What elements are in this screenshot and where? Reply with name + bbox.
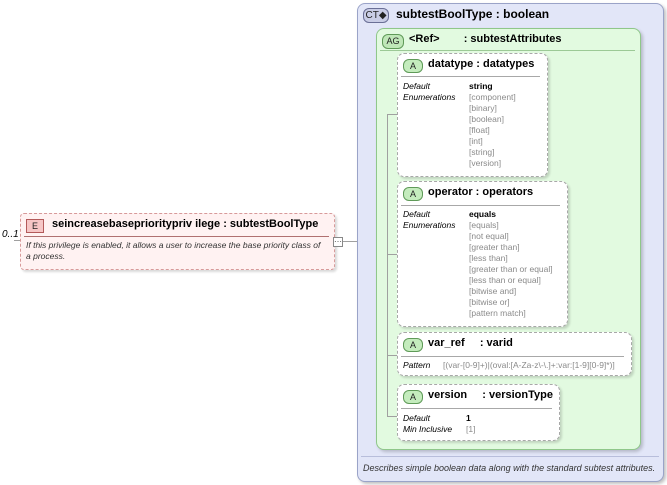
enumeration-item: [less than] <box>469 253 508 263</box>
enumeration-item: [pattern match] <box>469 308 526 318</box>
complex-type-badge: CT◆ <box>363 8 389 23</box>
tree-branch-version <box>387 416 397 417</box>
default-label: Default <box>403 413 430 423</box>
tree-branch-operator <box>387 254 397 255</box>
enumeration-item: [version] <box>469 158 502 168</box>
default-value: equals <box>469 209 496 219</box>
attribute-badge: A <box>403 187 423 201</box>
pattern-value: [(var-[0-9]+)|(oval:[A-Za-z\-\.]+:var:[1… <box>443 360 615 370</box>
element-title: seincreasebaseprioritypriv ilege : subte… <box>52 218 319 230</box>
enumeration-item: [boolean] <box>469 114 504 124</box>
min-inclusive-label: Min Inclusive <box>403 424 453 434</box>
enumeration-list: [equals] [not equal] [greater than] [les… <box>469 220 553 319</box>
group-tree-line <box>387 114 388 416</box>
enumeration-item: [bitwise and] <box>469 286 517 296</box>
default-label: Default <box>403 81 430 91</box>
enumeration-item: [bitwise or] <box>469 297 510 307</box>
attribute-title: var_ref : varid <box>428 337 513 349</box>
element-divider <box>24 236 329 237</box>
enumeration-item: [int] <box>469 136 483 146</box>
enumeration-item: [not equal] <box>469 231 509 241</box>
attribute-badge: A <box>403 59 423 73</box>
element-badge: E <box>26 219 44 233</box>
enumeration-item: [less than or equal] <box>469 275 541 285</box>
element-description: If this privilege is enabled, it allows … <box>26 240 321 261</box>
attribute-datatype <box>397 53 548 177</box>
attribute-badge: A <box>403 338 423 352</box>
attribute-type: : versionType <box>482 389 553 401</box>
attribute-version <box>397 384 560 441</box>
complex-type-title: subtestBoolType : boolean <box>396 7 550 21</box>
pattern-label: Pattern <box>403 360 431 370</box>
enumeration-item: [component] <box>469 92 516 102</box>
attribute-title: datatype : datatypes <box>428 58 535 70</box>
attribute-title: version : versionType <box>428 389 553 401</box>
attribute-group-divider <box>380 50 635 51</box>
enumeration-item: [equals] <box>469 220 499 230</box>
attribute-group-badge: AG <box>382 34 404 49</box>
enumerations-label: Enumerations <box>403 92 456 102</box>
enumeration-list: [component] [binary] [boolean] [float] [… <box>469 92 516 169</box>
attribute-badge: A <box>403 390 423 404</box>
attribute-divider <box>401 205 560 206</box>
tree-branch-datatype <box>387 114 397 115</box>
attribute-var-ref <box>397 332 632 376</box>
enumeration-item: [greater than] <box>469 242 520 252</box>
complex-type-description: Describes simple boolean data along with… <box>363 463 656 473</box>
attribute-group-type: : subtestAttributes <box>463 33 562 45</box>
sequence-connector-icon[interactable]: ⋯ <box>333 237 343 247</box>
enumeration-item: [string] <box>469 147 495 157</box>
attribute-divider <box>401 76 540 77</box>
default-value: 1 <box>466 413 471 423</box>
element-box <box>20 213 335 270</box>
attribute-divider <box>401 356 624 357</box>
enumerations-label: Enumerations <box>403 220 456 230</box>
element-to-type-line <box>343 241 357 242</box>
enumeration-item: [float] <box>469 125 490 135</box>
default-label: Default <box>403 209 430 219</box>
attribute-name: var_ref <box>428 337 465 349</box>
min-inclusive-value: [1] <box>466 424 476 434</box>
complex-type-divider <box>361 456 659 457</box>
attribute-title: operator : operators <box>428 186 534 198</box>
attribute-divider <box>401 408 552 409</box>
default-value: string <box>469 81 493 91</box>
enumeration-item: [binary] <box>469 103 497 113</box>
tree-branch-varref <box>387 355 397 356</box>
occurrence-connector <box>14 240 20 241</box>
attribute-type: : varid <box>479 337 513 349</box>
enumeration-item: [greater than or equal] <box>469 264 553 274</box>
occurrence-label: 0..1 <box>2 229 19 240</box>
attribute-group-title: <Ref> : subtestAttributes <box>409 33 561 45</box>
attribute-name: version <box>428 389 468 401</box>
attribute-group-ref: <Ref> <box>409 33 440 45</box>
